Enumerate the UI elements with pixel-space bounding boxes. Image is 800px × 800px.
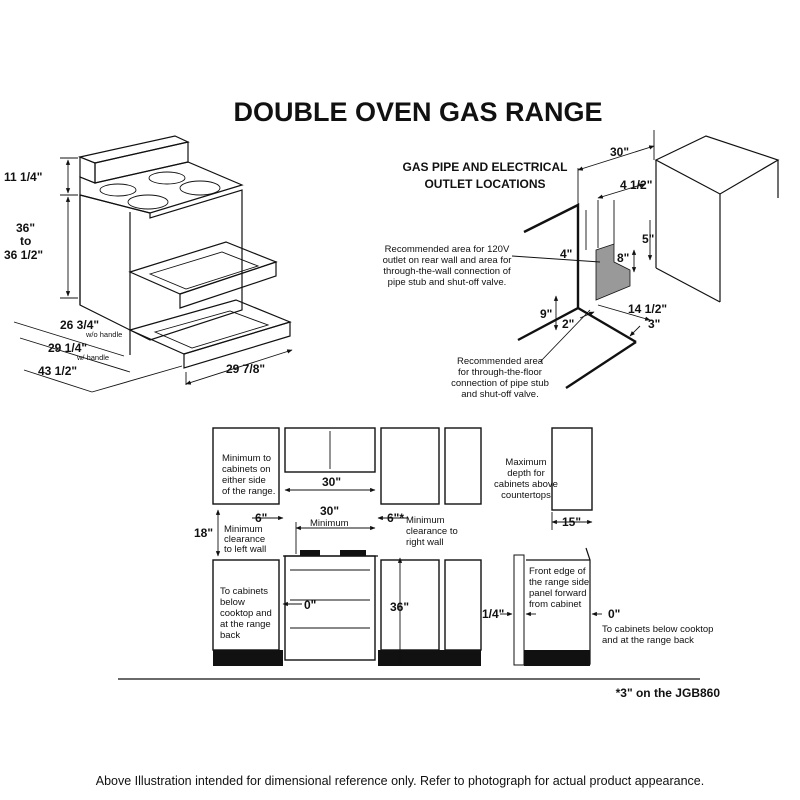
front-edge-note-line2: the range side: [529, 577, 589, 588]
right-wall-note-line1: Minimum: [406, 515, 445, 526]
range-isometric-drawing: [77, 135, 292, 369]
page-title: DOUBLE OVEN GAS RANGE: [233, 97, 602, 127]
width-label: 29 7/8": [226, 362, 265, 376]
side-below-note-line2: and at the range back: [602, 635, 694, 646]
below-cabinets-note-line5: back: [220, 630, 240, 641]
depth-with-handle-label: 29 1/4": [48, 341, 87, 355]
pipe-dim-4-label: 4": [560, 247, 572, 261]
pipe-floor-note-line4: and shut-off valve.: [461, 389, 538, 400]
pipe-title-line2: OUTLET LOCATIONS: [424, 177, 545, 191]
installation-front-drawing: [118, 427, 700, 680]
front-edge-note-line3: panel forward: [529, 588, 587, 599]
min-cabinets-note-line3: either side: [222, 475, 266, 486]
range-dimensions: [13, 157, 293, 393]
side-below-note-line1: To cabinets below cooktop: [602, 624, 713, 635]
max-depth-note-line3: cabinets above: [494, 479, 558, 490]
quarter-inch-label: 1/4": [482, 607, 504, 621]
below-cabinets-note-line3: cooktop and: [220, 608, 272, 619]
pipe-floor-note-line2: for through-the-floor: [458, 367, 542, 378]
pipe-wall-note-line3: through-the-wall connection of: [383, 266, 511, 277]
front-edge-note-line1: Front edge of: [529, 566, 586, 577]
height-main-label-1: 36": [16, 221, 35, 235]
upper-30-label: 30": [322, 475, 341, 489]
pipe-dim-5-label: 5": [642, 232, 654, 246]
pipe-dim-9-label: 9": [540, 307, 552, 321]
side-view-drawing: [500, 427, 602, 666]
min-cabinets-note-line1: Minimum to: [222, 453, 271, 464]
depth-no-handle-label: 26 3/4": [60, 318, 99, 332]
clearance-6-right-label: 6"*: [387, 511, 404, 525]
pipe-dim-8-label: 8": [617, 251, 629, 265]
pipe-dim-2-label: 2": [562, 317, 574, 331]
depth-15-label: 15": [562, 515, 581, 529]
depth-with-handle-note: w/ handle: [76, 353, 109, 362]
min-cabinets-note-line4: of the range.: [222, 486, 275, 497]
left-wall-note-line3: to left wall: [224, 544, 266, 555]
zero-clearance-label: 0": [304, 598, 316, 612]
left-wall-note-line2: clearance: [224, 534, 265, 545]
front-edge-note-line4: from cabinet: [529, 599, 582, 610]
pipe-dim-14-label: 14 1/2": [628, 302, 667, 316]
pipe-wall-note-line2: outlet on rear wall and area for: [383, 255, 512, 266]
right-wall-note-line2: clearance to: [406, 526, 458, 537]
below-cabinets-note-line4: at the range: [220, 619, 271, 630]
below-cabinets-note-line2: below: [220, 597, 245, 608]
depth-no-handle-note: w/o handle: [85, 330, 122, 339]
min-30-label: 30": [320, 504, 339, 518]
height-top-label: 11 1/4": [4, 170, 42, 184]
max-depth-note-line4: countertops: [501, 490, 551, 501]
pipe-wall-note-line1: Recommended area for 120V: [385, 244, 510, 255]
below-cabinets-note-line1: To cabinets: [220, 586, 268, 597]
pipe-title-line1: GAS PIPE AND ELECTRICAL: [403, 160, 568, 174]
left-wall-note-line1: Minimum: [224, 524, 263, 535]
height-main-label-3: 36 1/2": [4, 248, 43, 262]
max-depth-note-line1: Maximum: [505, 457, 546, 468]
pipe-dim-3-label: 3": [648, 317, 660, 331]
right-wall-note-line3: right wall: [406, 537, 444, 548]
pipe-floor-note-line1: Recommended area: [457, 356, 544, 367]
min-30-sublabel: Minimum: [310, 518, 349, 529]
clearance-6-left-label: 6": [255, 511, 267, 525]
disclaimer: Above Illustration intended for dimensio…: [95, 774, 705, 788]
pipe-location-drawing: [511, 130, 780, 390]
height-18-label: 18": [194, 526, 213, 540]
model-footnote: *3" on the JGB860: [616, 686, 721, 700]
pipe-wall-note-line4: pipe stub and shut-off valve.: [388, 277, 507, 288]
height-36-label: 36": [390, 600, 409, 614]
min-cabinets-note-line2: cabinets on: [222, 464, 271, 475]
height-main-label-2: to: [20, 234, 31, 248]
depth-open-label: 43 1/2": [38, 364, 77, 378]
pipe-floor-note-line3: connection of pipe stub: [451, 378, 549, 389]
pipe-width-label: 30": [610, 145, 629, 159]
max-depth-note-line2: depth for: [507, 468, 545, 479]
side-zero-label: 0": [608, 607, 620, 621]
pipe-offset-label: 4 1/2": [620, 178, 652, 192]
